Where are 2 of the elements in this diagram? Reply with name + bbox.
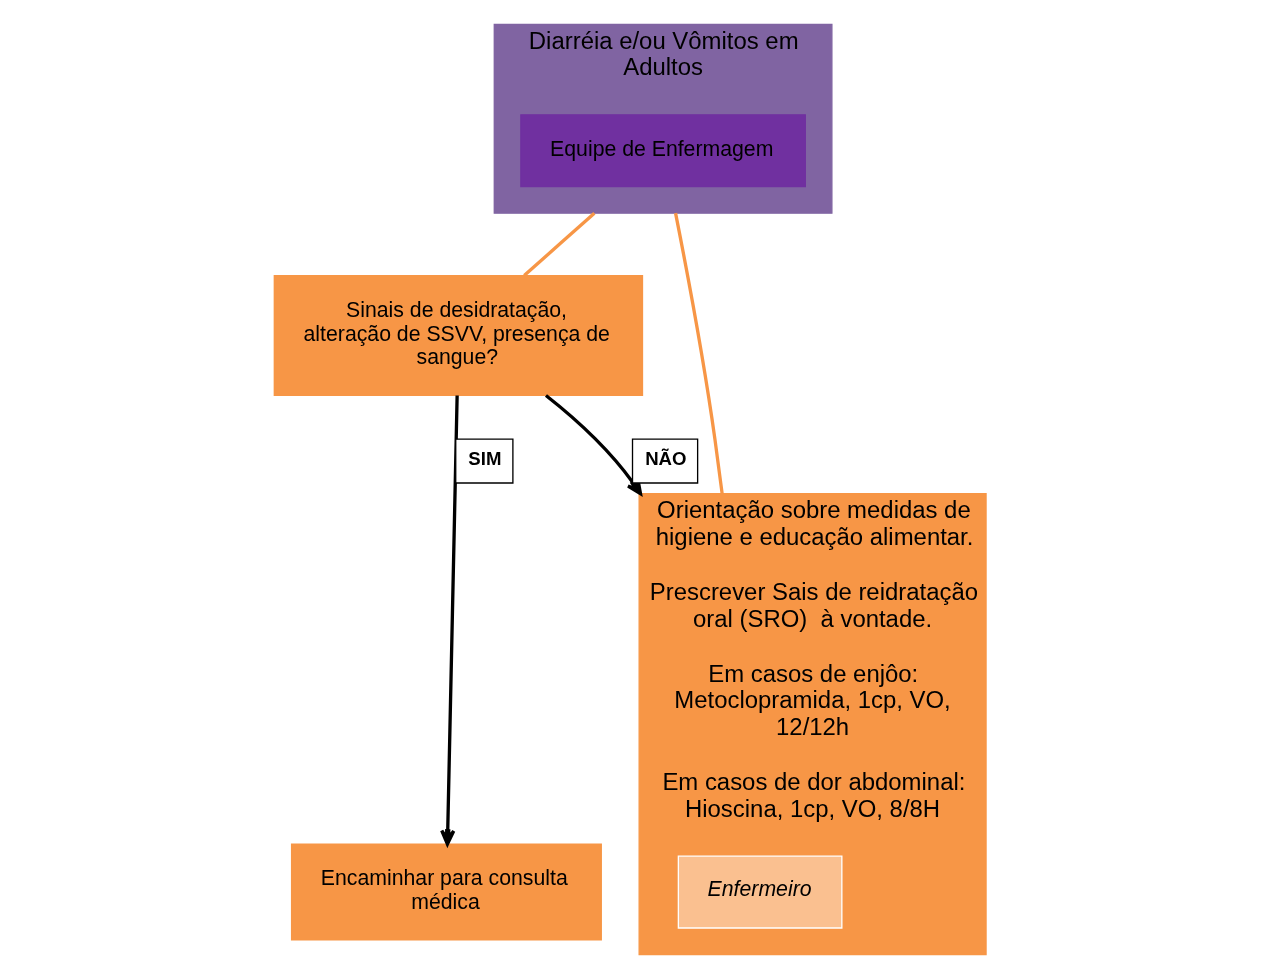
edge-label: SIM	[468, 448, 502, 470]
edge-label: NÃO	[645, 448, 687, 470]
